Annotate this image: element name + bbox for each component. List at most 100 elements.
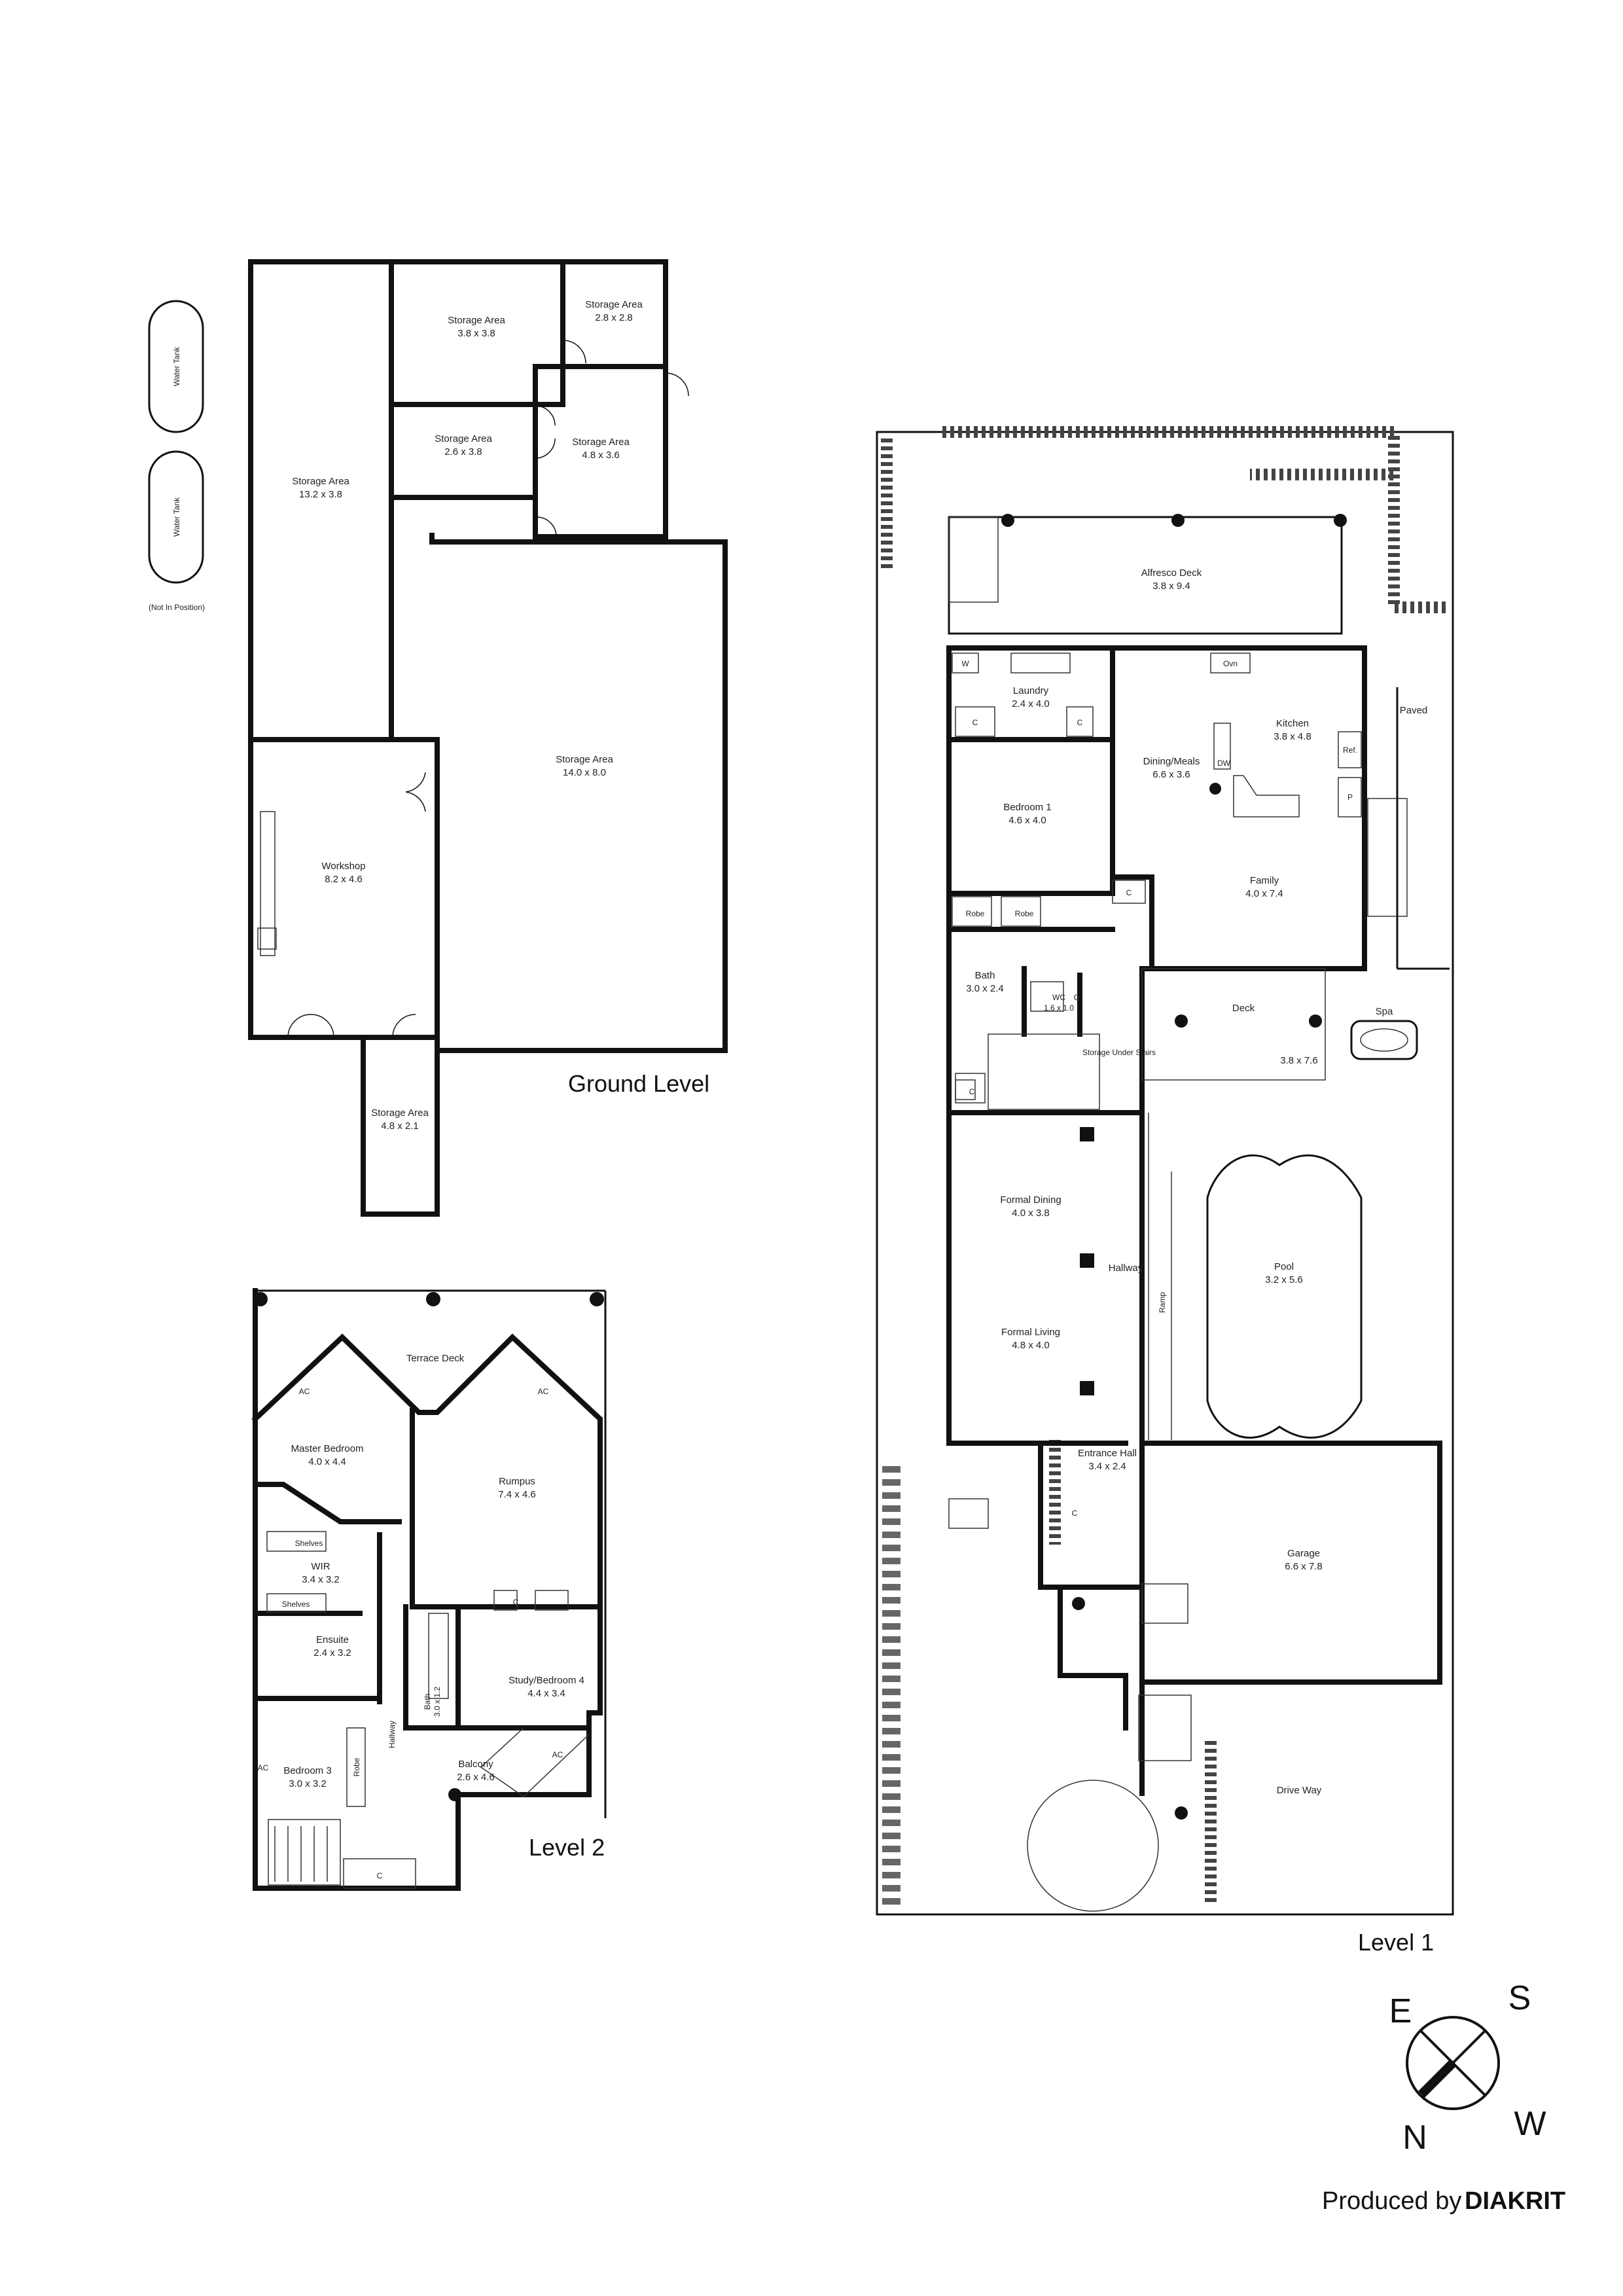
svg-text:Dining/Meals: Dining/Meals: [1143, 756, 1200, 767]
svg-text:3.2 x 5.6: 3.2 x 5.6: [1265, 1274, 1303, 1285]
svg-text:Bath: Bath: [423, 1694, 432, 1710]
svg-text:Garage: Garage: [1287, 1548, 1320, 1559]
credit-prefix: Produced by: [1322, 2187, 1461, 2215]
svg-text:WIR: WIR: [311, 1561, 330, 1572]
room-label-formal-dining: Formal Dining 4.0 x 3.8: [1000, 1194, 1061, 1219]
room-label-alfresco-deck: Alfresco Deck 3.8 x 9.4: [1141, 567, 1202, 592]
room-label-dining-meals: Dining/Meals 6.6 x 3.6: [1143, 756, 1200, 780]
svg-text:2.8 x 2.8: 2.8 x 2.8: [595, 312, 633, 323]
svg-text:4.8 x 3.6: 4.8 x 3.6: [582, 450, 620, 461]
dw-label: DW: [1217, 759, 1231, 768]
ref-label: Ref.: [1343, 745, 1357, 755]
storage-under-stairs-label: Storage Under Stairs: [1082, 1048, 1156, 1057]
room-label-rumpus: Rumpus 7.4 x 4.6: [498, 1476, 536, 1500]
room-label-pool: Pool 3.2 x 5.6: [1265, 1261, 1303, 1285]
room-label-laundry: Laundry 2.4 x 4.0: [1012, 685, 1050, 709]
cupboard-label: C: [1126, 888, 1132, 897]
svg-text:3.0 x 1.2: 3.0 x 1.2: [433, 1687, 442, 1717]
svg-text:Bedroom 1: Bedroom 1: [1003, 802, 1051, 813]
svg-text:Storage Area: Storage Area: [435, 433, 492, 444]
room-label-bath-l2: Bath 3.0 x 1.2: [423, 1687, 442, 1717]
cupboard-label: C: [969, 1087, 975, 1096]
not-in-position-note: (Not In Position): [149, 603, 205, 612]
shelves-label: Shelves: [282, 1600, 310, 1609]
room-label-bath-l1: Bath 3.0 x 2.4: [966, 970, 1004, 994]
svg-text:Entrance Hall: Entrance Hall: [1078, 1448, 1137, 1459]
ac-label: AC: [299, 1387, 310, 1396]
washer-label: W: [961, 659, 969, 668]
svg-text:3.8 x 4.8: 3.8 x 4.8: [1274, 731, 1311, 742]
svg-text:2.6 x 4.6: 2.6 x 4.6: [457, 1772, 495, 1783]
svg-text:4.4 x 3.4: 4.4 x 3.4: [527, 1688, 565, 1699]
svg-text:Workshop: Workshop: [321, 861, 365, 872]
spa-label: Spa: [1376, 1006, 1393, 1017]
svg-text:Storage Area: Storage Area: [572, 437, 630, 448]
svg-text:4.0 x 3.8: 4.0 x 3.8: [1012, 1208, 1050, 1219]
compass-west: W: [1514, 2105, 1546, 2143]
svg-text:Laundry: Laundry: [1013, 685, 1049, 696]
ac-label: AC: [258, 1763, 269, 1772]
svg-text:13.2 x 3.8: 13.2 x 3.8: [299, 489, 342, 500]
cupboard-label: C: [1072, 1509, 1078, 1518]
svg-text:Storage Area: Storage Area: [371, 1107, 429, 1119]
svg-text:7.4 x 4.6: 7.4 x 4.6: [498, 1489, 536, 1500]
hallway-label: Hallway: [1109, 1263, 1143, 1274]
svg-text:Study/Bedroom 4: Study/Bedroom 4: [508, 1675, 584, 1686]
oven-label: Ovn: [1223, 659, 1238, 668]
room-label-kitchen: Kitchen 3.8 x 4.8: [1274, 718, 1311, 742]
room-label-storage-4-8-3-6: Storage Area 4.8 x 3.6: [572, 437, 630, 461]
workshop-sink: [257, 927, 277, 950]
cupboard-label: C: [1074, 993, 1080, 1002]
level-2-title: Level 2: [529, 1834, 605, 1861]
svg-text:Bedroom 3: Bedroom 3: [283, 1765, 331, 1776]
svg-text:4.6 x 4.0: 4.6 x 4.0: [1008, 815, 1046, 826]
room-label-wir: WIR 3.4 x 3.2: [302, 1561, 340, 1585]
svg-text:Storage Area: Storage Area: [585, 299, 643, 310]
svg-text:WC: WC: [1052, 993, 1065, 1002]
ground-level-plan: Water Tank Water Tank (Not In Position) …: [148, 259, 728, 1217]
compass-rose: E S N W: [1389, 1979, 1546, 2157]
room-label-study-bedroom-4: Study/Bedroom 4 4.4 x 3.4: [508, 1675, 584, 1699]
storage-4-8-3-6-walls: [533, 364, 668, 539]
robe-label: Robe: [352, 1757, 361, 1776]
paved-label: Paved: [1400, 705, 1428, 716]
svg-text:2.4 x 4.0: 2.4 x 4.0: [1012, 698, 1050, 709]
svg-text:3.4 x 2.4: 3.4 x 2.4: [1088, 1461, 1126, 1472]
room-label-bedroom-3: Bedroom 3 3.0 x 3.2: [283, 1765, 331, 1789]
svg-text:3.0 x 3.2: 3.0 x 3.2: [289, 1778, 327, 1789]
producer-credit: Produced by DIAKRIT: [1322, 2187, 1565, 2215]
storage-13-2-walls: [248, 259, 394, 742]
svg-text:3.8 x 3.8: 3.8 x 3.8: [457, 328, 495, 339]
svg-text:Storage Area: Storage Area: [292, 476, 349, 487]
svg-text:Kitchen: Kitchen: [1276, 718, 1309, 729]
svg-text:3.4 x 3.2: 3.4 x 3.2: [302, 1574, 340, 1585]
svg-text:2.6 x 3.8: 2.6 x 3.8: [444, 446, 482, 457]
room-label-bedroom-1: Bedroom 1 4.6 x 4.0: [1003, 802, 1051, 826]
ac-label: AC: [538, 1387, 549, 1396]
compass-south: S: [1508, 1979, 1531, 2017]
svg-text:4.8 x 4.0: 4.8 x 4.0: [1012, 1340, 1050, 1351]
svg-text:Formal Living: Formal Living: [1001, 1327, 1060, 1338]
water-tank-label: Water Tank: [172, 346, 181, 386]
room-label-family: Family 4.0 x 7.4: [1245, 875, 1283, 899]
room-label-entrance-hall: Entrance Hall 3.4 x 2.4: [1078, 1448, 1137, 1472]
svg-text:8.2 x 4.6: 8.2 x 4.6: [325, 874, 363, 885]
compass-east: E: [1389, 1992, 1412, 2030]
svg-text:Storage Area: Storage Area: [556, 754, 613, 765]
room-label-wc: WC 1.6 x 1.0: [1044, 993, 1074, 1013]
hallway-label: Hallway: [387, 1721, 397, 1748]
svg-text:Family: Family: [1250, 875, 1279, 886]
shelves-label: Shelves: [295, 1539, 323, 1548]
storage-14-walls: [429, 533, 728, 1053]
svg-text:Terrace Deck: Terrace Deck: [406, 1353, 465, 1364]
cupboard-label: C: [377, 1871, 383, 1880]
credit-brand: DIAKRIT: [1465, 2187, 1565, 2215]
room-label-storage-3-8: Storage Area 3.8 x 3.8: [448, 315, 505, 339]
compass-north: N: [1402, 2119, 1427, 2157]
garden-tree: [1027, 1780, 1159, 1912]
room-label-ensuite: Ensuite 2.4 x 3.2: [313, 1634, 351, 1659]
robe-label: Robe: [966, 909, 985, 918]
room-label-garage: Garage 6.6 x 7.8: [1285, 1548, 1323, 1572]
svg-text:Alfresco Deck: Alfresco Deck: [1141, 567, 1202, 579]
